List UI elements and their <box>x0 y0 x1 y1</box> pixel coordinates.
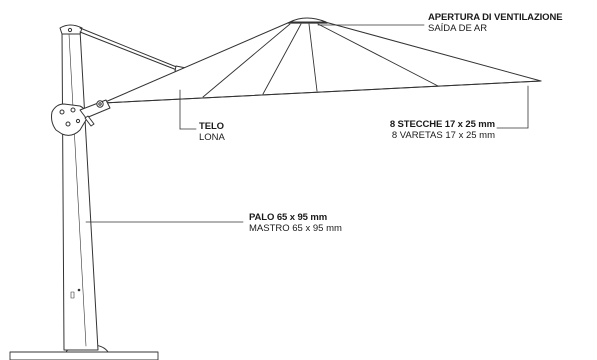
canopy-ribs <box>202 23 439 98</box>
ribs-label-secondary: 8 VARETAS 17 x 25 mm <box>391 130 495 141</box>
canopy-label-secondary: LONA <box>199 132 225 143</box>
vent-cap <box>287 17 328 24</box>
canopy <box>102 21 542 104</box>
vent-label-primary: APERTURA DI VENTILAZIONE <box>428 12 563 23</box>
hinge-mechanism <box>51 99 111 136</box>
pole-label-primary: PALO 65 x 95 mm <box>249 212 328 223</box>
ribs-label: 8 STECCHE 17 x 25 mm 8 VARETAS 17 x 25 m… <box>390 119 495 141</box>
pole-label-secondary: MASTRO 65 x 95 mm <box>249 223 342 234</box>
vent-label-secondary: SAÍDA DE AR <box>428 23 488 34</box>
umbrella-pole <box>59 24 99 351</box>
canopy-label: TELO LONA <box>199 121 225 143</box>
ribs-label-primary: 8 STECCHE 17 x 25 mm <box>389 119 495 130</box>
canopy-label-primary: TELO <box>199 121 224 132</box>
pole-label: PALO 65 x 95 mm MASTRO 65 x 95 mm <box>249 212 342 234</box>
support-arm <box>79 27 187 74</box>
leader-lines <box>85 24 529 223</box>
vent-label: APERTURA DI VENTILAZIONE SAÍDA DE AR <box>428 12 563 34</box>
